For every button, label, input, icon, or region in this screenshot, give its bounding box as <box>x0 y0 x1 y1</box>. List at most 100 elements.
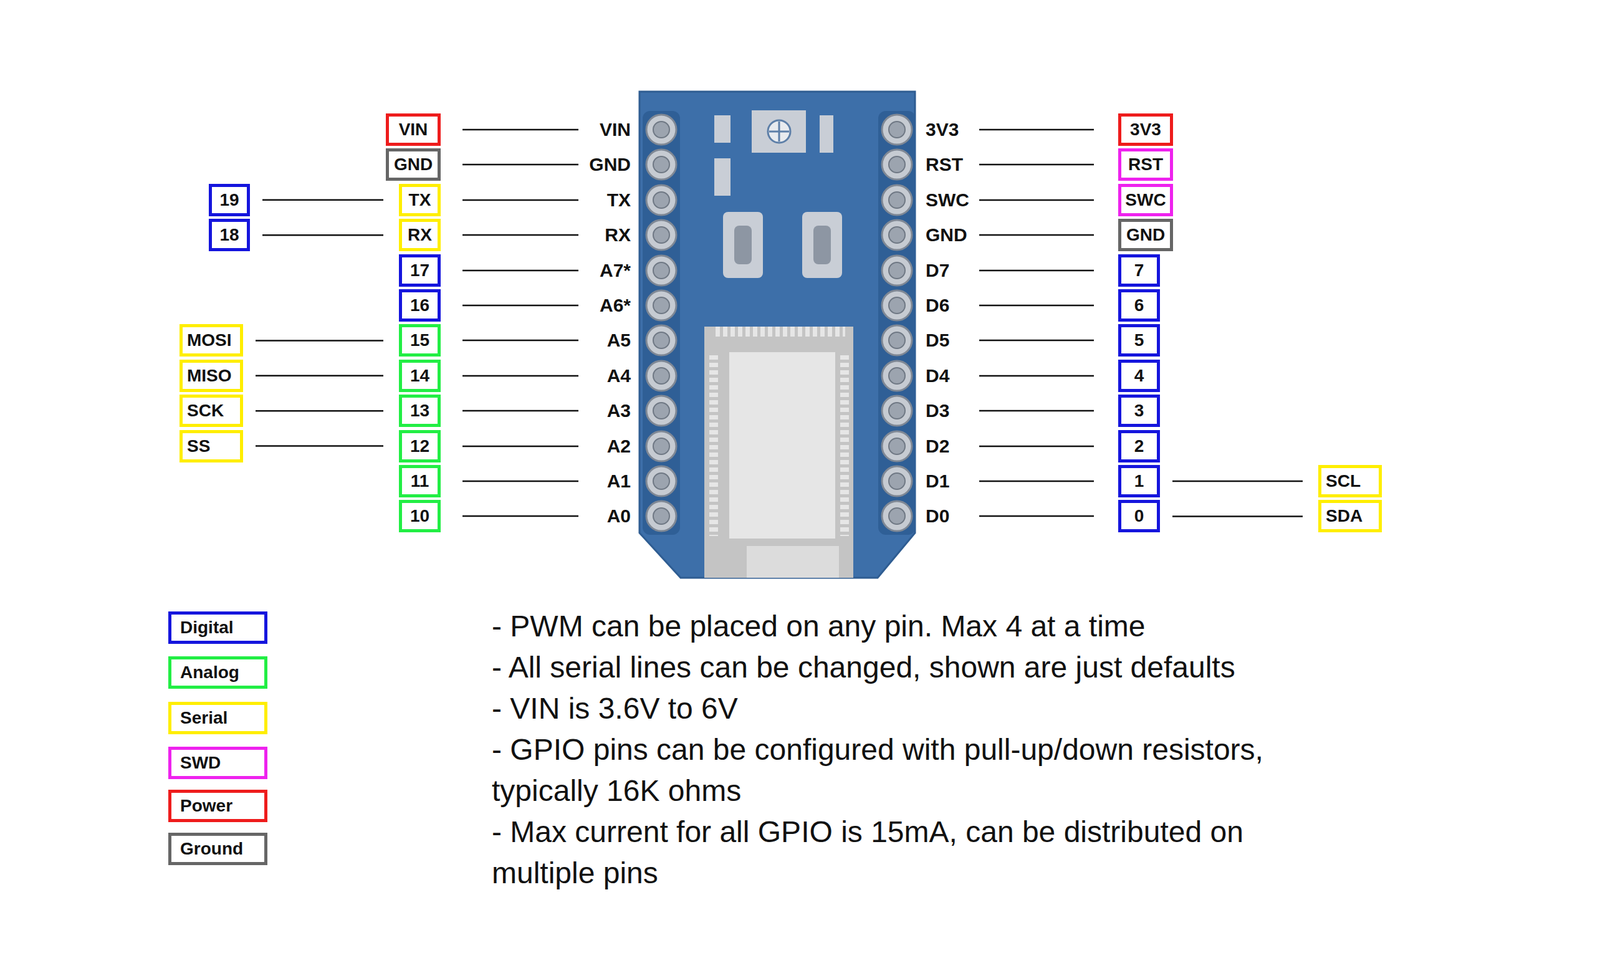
legend-swatch: Analog <box>168 656 268 689</box>
pin-box: 15 <box>398 324 441 357</box>
board-pin-name: D4 <box>925 363 950 389</box>
header-pin <box>881 185 912 216</box>
pin-label: SCL <box>1325 471 1361 492</box>
pin-label: MISO <box>186 365 232 386</box>
header-pin <box>881 466 912 497</box>
legend-text: Ground <box>180 838 244 859</box>
module-pads <box>709 355 719 537</box>
pin-box: 19 <box>208 183 250 217</box>
pin-label: TX <box>408 190 432 211</box>
legend-swatch: Ground <box>168 832 268 866</box>
pin-box: 11 <box>398 464 441 498</box>
header-pin <box>646 290 677 321</box>
smd-component <box>714 158 731 196</box>
board-pin-name: 3V3 <box>925 117 959 143</box>
connector-line <box>255 339 384 342</box>
pin-box: SCK <box>179 394 244 427</box>
pin-label: 12 <box>410 436 430 457</box>
pin-label: 3 <box>1134 400 1145 421</box>
pin-label: 14 <box>410 365 430 386</box>
board-pin-name: RX <box>604 222 631 248</box>
led-cross <box>769 121 790 142</box>
board-pin-name: D2 <box>925 433 950 459</box>
board-pin-name: GND <box>925 222 968 248</box>
pin-box: 5 <box>1118 324 1160 357</box>
pin-box: MISO <box>179 359 244 393</box>
header-pin <box>881 501 912 532</box>
radio-module <box>704 326 854 578</box>
note-text: - PWM can be placed on any pin. Max 4 at… <box>491 605 1303 647</box>
legend-swatch: SWD <box>168 746 268 780</box>
pin-box: SDA <box>1318 499 1382 533</box>
leader-lines <box>462 129 579 517</box>
pin-box: GND <box>385 148 441 181</box>
pin-header <box>878 110 916 535</box>
pin-label: GND <box>1126 225 1165 245</box>
pin-label: RST <box>1128 154 1164 175</box>
header-pin <box>881 149 912 180</box>
board-pin-name: D0 <box>925 503 950 529</box>
board-pin-name: SWC <box>925 187 970 213</box>
pin-box: 16 <box>398 289 441 322</box>
smd-component <box>714 115 731 143</box>
push-button-cap <box>813 225 831 265</box>
header-pin <box>881 360 912 391</box>
module-pads <box>715 326 846 337</box>
pin-box: 0 <box>1118 499 1160 533</box>
pin-label: 1 <box>1134 471 1145 492</box>
pin-box: RST <box>1118 148 1174 181</box>
legend-text: SWD <box>180 752 221 773</box>
pin-label: 17 <box>410 260 430 281</box>
board-pin-name: A4 <box>607 363 631 389</box>
legend-text: Serial <box>180 708 228 729</box>
header-pin <box>881 255 912 286</box>
board-pin-name: A6* <box>599 292 631 318</box>
pin-box: 18 <box>208 218 250 252</box>
header-pin <box>646 255 677 286</box>
board-pin-name: A5 <box>607 327 631 353</box>
notes-block: - PWM can be placed on any pin. Max 4 at… <box>491 605 1303 894</box>
pin-label: 19 <box>219 190 239 211</box>
board-pin-name: A0 <box>607 503 631 529</box>
pin-box: 3 <box>1118 394 1160 427</box>
header-pin <box>646 185 677 216</box>
pin-label: 13 <box>410 400 430 421</box>
board-pin-name: D3 <box>925 398 950 424</box>
board-pin-name: A2 <box>607 433 631 459</box>
connector-line <box>262 199 384 202</box>
pin-label: MOSI <box>186 330 232 351</box>
legend-text: Analog <box>180 662 240 683</box>
header-pin <box>646 501 677 532</box>
connector-line <box>1172 480 1303 483</box>
header-pin <box>881 431 912 462</box>
connector-line <box>1172 515 1303 518</box>
board-pin-name: GND <box>589 152 631 178</box>
push-button-cap <box>734 225 752 265</box>
header-pin <box>881 325 912 356</box>
header-pin <box>646 220 677 250</box>
pin-box: MOSI <box>179 324 244 357</box>
pin-box: 3V3 <box>1118 113 1174 146</box>
header-pin <box>646 466 677 497</box>
connector-line <box>255 445 384 447</box>
pin-label: VIN <box>398 119 429 140</box>
pin-box: SS <box>179 430 244 463</box>
pin-box: 13 <box>398 394 441 427</box>
pin-box: 7 <box>1118 254 1160 287</box>
board-pin-name: A1 <box>607 468 631 494</box>
note-text: - All serial lines can be changed, shown… <box>491 646 1303 689</box>
header-pin <box>646 360 677 391</box>
circuit-board <box>639 91 915 578</box>
pin-box: 17 <box>398 254 441 287</box>
connector-line <box>255 375 384 378</box>
pin-box: 4 <box>1118 359 1160 393</box>
pin-box: GND <box>1118 218 1174 252</box>
pin-label: 11 <box>410 471 430 492</box>
board-pin-name: D6 <box>925 292 950 318</box>
smd-component <box>819 115 834 153</box>
board-pin-name: RST <box>925 152 963 178</box>
pin-box: VIN <box>385 113 441 146</box>
led-lens <box>767 120 791 143</box>
pin-label: 18 <box>219 225 239 245</box>
header-pin <box>646 395 677 426</box>
